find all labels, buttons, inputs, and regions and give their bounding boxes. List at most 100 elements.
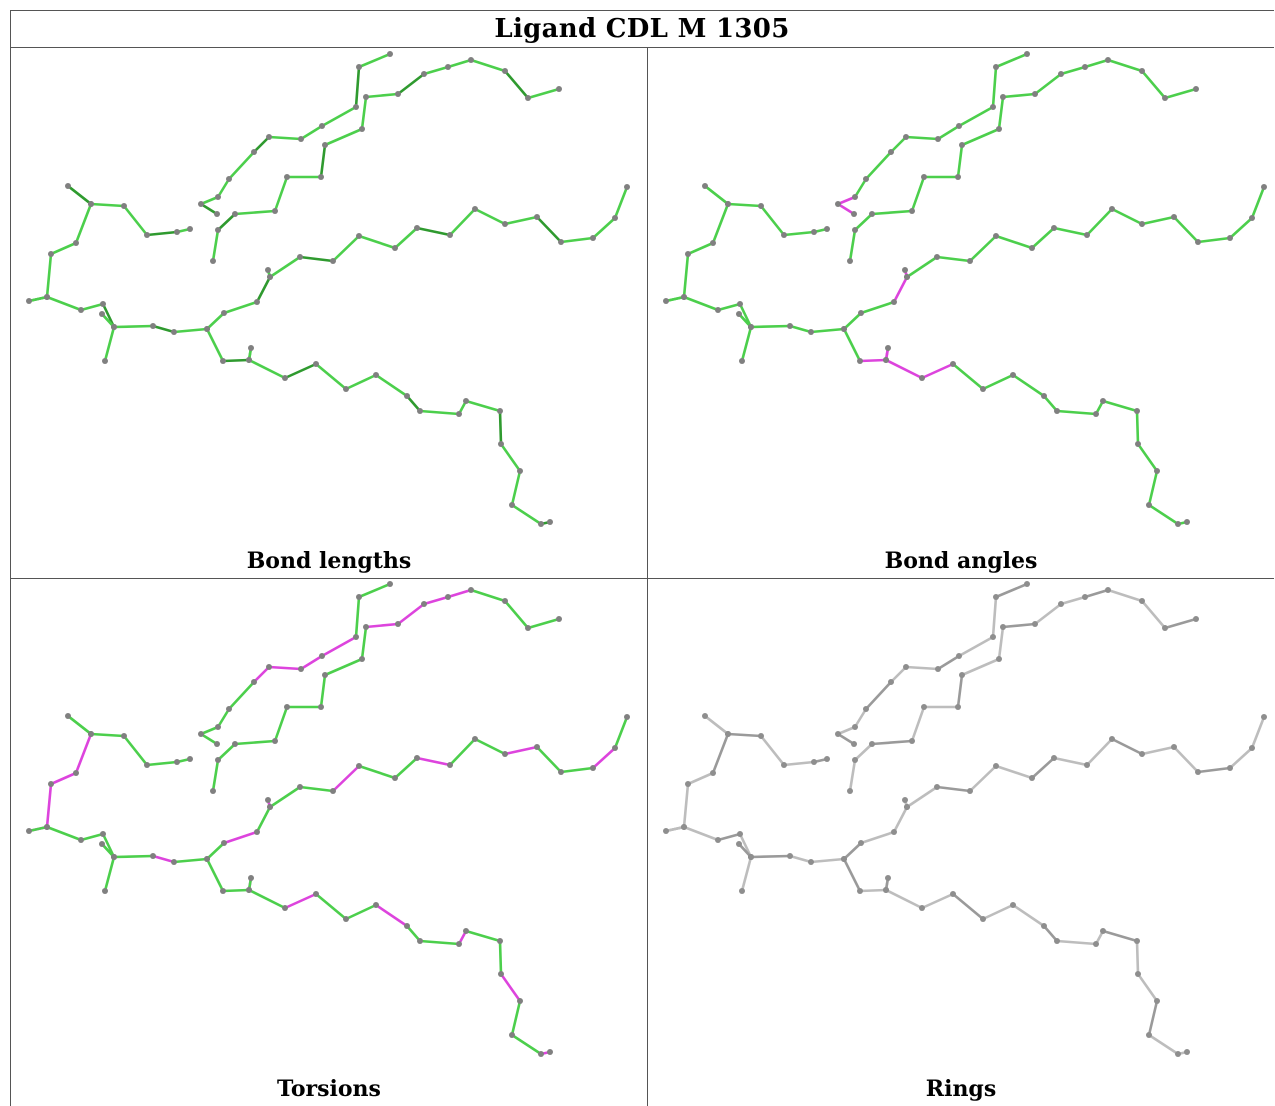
bond <box>960 657 1001 677</box>
atom <box>356 64 362 70</box>
bond <box>682 252 690 299</box>
bond <box>222 300 259 315</box>
atom <box>215 194 221 200</box>
atom <box>1041 923 1047 929</box>
bond <box>1140 599 1167 630</box>
atom <box>353 634 359 640</box>
bond <box>344 903 378 921</box>
atom <box>1146 502 1152 508</box>
atom <box>232 741 238 747</box>
bond <box>323 657 364 677</box>
bond <box>405 394 422 413</box>
atom <box>456 411 462 417</box>
bond <box>498 939 503 976</box>
atom <box>1139 68 1145 74</box>
atom <box>1139 751 1145 757</box>
bond <box>848 228 857 263</box>
bond <box>222 830 259 845</box>
atom <box>1029 245 1035 251</box>
bond <box>331 234 361 263</box>
bond <box>535 215 563 244</box>
bond <box>172 857 209 864</box>
bond <box>374 373 409 398</box>
bond <box>957 635 995 658</box>
bond <box>749 324 792 329</box>
bond <box>357 582 392 599</box>
atom <box>869 741 875 747</box>
bond <box>686 241 715 256</box>
bond <box>393 226 419 250</box>
atom <box>88 201 94 207</box>
bond <box>283 362 318 380</box>
atom <box>313 891 319 897</box>
bond <box>103 855 116 893</box>
bond <box>299 654 324 671</box>
atom <box>1175 521 1181 527</box>
atom <box>1134 408 1140 414</box>
bond <box>1110 737 1144 756</box>
atom <box>1171 214 1177 220</box>
bond <box>910 175 926 213</box>
atom <box>959 142 965 148</box>
atom <box>171 329 177 335</box>
atom <box>187 756 193 762</box>
bond <box>853 177 868 199</box>
atom <box>919 375 925 381</box>
atom <box>1139 598 1145 604</box>
bond <box>216 707 231 729</box>
bond <box>510 503 543 526</box>
bond <box>357 764 397 780</box>
atom <box>246 357 252 363</box>
atom <box>215 227 221 233</box>
atom <box>1139 221 1145 227</box>
atom <box>715 837 721 843</box>
atom <box>547 1049 553 1055</box>
bond <box>858 358 888 363</box>
bond <box>448 737 477 767</box>
atom <box>215 724 221 730</box>
atom <box>1024 581 1030 587</box>
atom <box>990 634 996 640</box>
bond <box>1135 409 1140 446</box>
bond <box>216 212 237 232</box>
atom <box>73 770 79 776</box>
atom <box>835 731 841 737</box>
atom <box>26 828 32 834</box>
atom <box>210 258 216 264</box>
atom <box>558 239 564 245</box>
bond <box>66 714 93 736</box>
atom <box>395 621 401 627</box>
bond <box>396 602 426 626</box>
bond <box>864 150 893 181</box>
bond <box>960 127 1001 147</box>
atom <box>950 891 956 897</box>
bond <box>320 105 358 128</box>
atom <box>359 656 365 662</box>
atom <box>883 887 889 893</box>
atom <box>272 738 278 744</box>
atom <box>702 183 708 189</box>
atom <box>1171 744 1177 750</box>
atom <box>254 299 260 305</box>
atom <box>254 829 260 835</box>
caption-torsions: Torsions <box>277 1076 381 1102</box>
atom <box>919 905 925 911</box>
bond <box>112 854 155 859</box>
bond <box>233 739 277 746</box>
atom <box>220 888 226 894</box>
bond <box>199 202 219 216</box>
atom <box>204 326 210 332</box>
caption-bond-lengths: Bond lengths <box>246 548 412 574</box>
atom <box>1084 232 1090 238</box>
bond <box>1011 373 1046 398</box>
bond <box>1033 72 1063 96</box>
bond <box>45 295 83 312</box>
bond <box>331 764 361 793</box>
bond <box>526 617 561 630</box>
atom <box>297 254 303 260</box>
atom <box>174 229 180 235</box>
bond <box>1163 617 1198 630</box>
bond <box>1228 216 1254 240</box>
atom <box>852 194 858 200</box>
bond <box>364 622 400 629</box>
